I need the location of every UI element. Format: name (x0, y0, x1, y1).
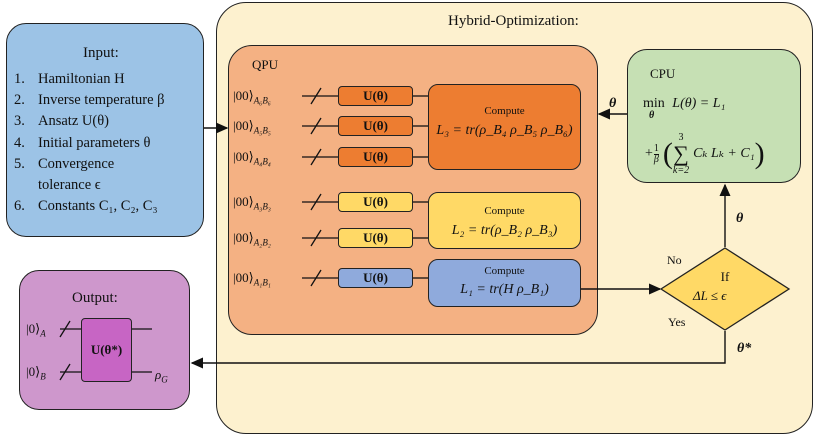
qpu-title: QPU (252, 57, 279, 72)
decision-if: If (720, 269, 730, 284)
decision-condition: ΔL ≤ ϵ (693, 288, 727, 303)
input-item: 5.Convergence (14, 155, 115, 172)
cpu-objective-expr: L(θ) = L₁ (672, 96, 726, 111)
theta-label-up: θ (736, 211, 744, 226)
input-list: 1.Hamiltonian H 2.Inverse temperature β … (14, 69, 165, 217)
compute-equation: L₁ = tr(H ρ_B₁) (460, 282, 549, 297)
output-wires (59, 320, 152, 381)
output-title: Output: (72, 290, 118, 306)
compute-label: Compute (484, 265, 525, 277)
ansatz-gate-1: U(θ) (338, 268, 413, 288)
compute-box-l3: Compute L₃ = tr(ρ_B₄ ρ_B₅ ρ_B₆) (428, 84, 581, 170)
input-item: 1.Hamiltonian H (14, 71, 125, 87)
register-ket-1: |00⟩A₁B₁ (233, 270, 271, 288)
output-ket-b: |0⟩B (26, 364, 46, 382)
cpu-title: CPU (650, 66, 676, 81)
input-item: 3.Ansatz U(θ) (14, 113, 109, 130)
cpu-min-subscript: θ (649, 110, 655, 121)
cpu-panel (627, 49, 801, 183)
hybrid-title: Hybrid-Optimization: (448, 13, 579, 29)
output-rho: ρG (155, 367, 168, 385)
arrow-decision-to-output (190, 331, 726, 369)
input-item: 6.Constants C₁, C₂, C₃ (14, 198, 158, 215)
theta-star-label: θ* (737, 341, 752, 356)
cpu-sum-expr: Cₖ Lₖ + C₁ (693, 146, 755, 162)
frac-den: β (653, 153, 659, 165)
decision-diamond (659, 247, 791, 331)
compute-box-l2: Compute L₂ = tr(ρ_B₂ ρ_B₃) (428, 192, 581, 249)
sum-bottom: k=2 (672, 165, 690, 176)
ansatz-gate-2: U(θ) (338, 228, 413, 248)
ansatz-gate-4: U(θ) (338, 147, 413, 167)
decision-no-label: No (667, 253, 682, 267)
compute-box-l1: Compute L₁ = tr(H ρ_B₁) (428, 259, 581, 307)
cpu-min: min (643, 96, 665, 111)
register-ket-3: |00⟩A₃B₃ (233, 194, 271, 212)
input-item: tolerance ϵ (38, 177, 101, 194)
compute-label: Compute (484, 205, 525, 217)
output-ansatz-gate: U(θ*) (81, 318, 132, 382)
qpu-wires (302, 87, 428, 287)
compute-equation: L₃ = tr(ρ_B₄ ρ_B₅ ρ_B₆) (436, 123, 573, 138)
ansatz-gate-6: U(θ) (338, 86, 413, 106)
register-ket-6: |00⟩A₆B₆ (233, 88, 271, 106)
theta-label-cpu-to-qpu: θ (609, 96, 617, 111)
output-ket-a: |0⟩A (26, 321, 46, 339)
register-ket-5: |00⟩A₅B₅ (233, 118, 271, 136)
input-panel (6, 23, 204, 237)
cpu-objective: min θ L(θ) = L₁ (643, 96, 726, 121)
compute-equation: L₂ = tr(ρ_B₂ ρ_B₃) (451, 223, 558, 238)
frac-num: 1 (653, 142, 659, 154)
ansatz-gate-5: U(θ) (338, 116, 413, 136)
register-ket-4: |00⟩A₄B₄ (233, 149, 271, 167)
input-item: 2.Inverse temperature β (14, 92, 165, 109)
sum-top: 3 (678, 132, 684, 143)
register-ket-2: |00⟩A₂B₂ (233, 230, 271, 248)
decision-yes-label: Yes (668, 315, 686, 329)
ansatz-gate-3: U(θ) (338, 192, 413, 212)
compute-label: Compute (484, 105, 525, 117)
input-item: 4.Initial parameters θ (14, 134, 151, 151)
input-title: Input: (83, 45, 119, 61)
